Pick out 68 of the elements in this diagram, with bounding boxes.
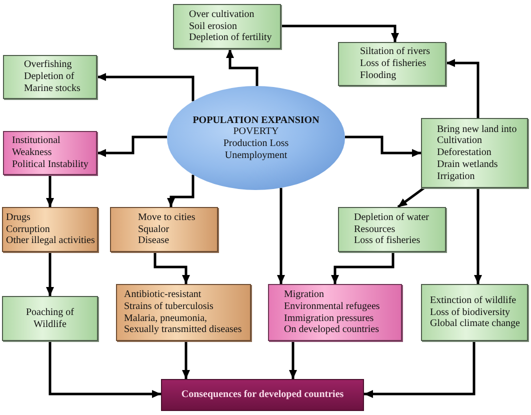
- item-text: Other illegal activities: [6, 235, 96, 248]
- item-text: Loss of fisheries: [354, 235, 422, 248]
- process-box: [421, 118, 528, 188]
- process-box: [338, 207, 446, 252]
- arrow: [154, 252, 190, 284]
- item-text: Loss of fisheries: [360, 58, 428, 70]
- item-text: Move to cities: [138, 212, 196, 224]
- arrow: [97, 73, 194, 102]
- item-text: Flooding: [360, 70, 398, 82]
- arrow: [474, 188, 482, 284]
- item-text: Squalor: [138, 224, 170, 236]
- arrow: [281, 24, 399, 42]
- arrow: [289, 341, 297, 379]
- item-text: Malaria, pneumonia,: [124, 312, 208, 324]
- item-text: Siltation of rivers: [360, 46, 431, 58]
- process-box: [268, 284, 402, 341]
- item-text: Sexually transmitted diseases: [124, 324, 243, 336]
- process-box: [173, 4, 281, 49]
- item-text: Extinction of wildlife: [430, 294, 518, 307]
- item-text: Depletion of fertility: [189, 32, 273, 44]
- item-text: Migration: [284, 289, 325, 301]
- item-text: Antibiotic-resistant Strains of tuberculosis: [124, 289, 214, 312]
- arrow: [226, 49, 258, 86]
- arrow: [97, 136, 168, 157]
- arrow: [182, 341, 190, 379]
- process-box: [110, 207, 218, 252]
- arrow: [48, 341, 161, 398]
- arrow: [277, 188, 285, 284]
- arrow: [331, 252, 394, 284]
- item-text: Disease: [138, 235, 170, 248]
- item-text: Institutional Weakness: [12, 135, 62, 159]
- item-text: Immigration pressures On developed countries: [284, 312, 380, 336]
- process-box: [338, 42, 446, 86]
- outcome-box: [161, 379, 364, 411]
- arrow: [364, 341, 476, 398]
- item-text: Over cultivation: [189, 8, 256, 21]
- process-box: [421, 284, 528, 341]
- process-box: [3, 131, 97, 175]
- item-text: Environmental refugees: [284, 300, 381, 312]
- arrow: [46, 175, 54, 207]
- item-text: Global climate change: [430, 318, 521, 330]
- process-box: [3, 55, 97, 99]
- process-box: [2, 296, 98, 341]
- process-box: [2, 207, 98, 252]
- item-text: Depletion of water Resources: [354, 212, 430, 236]
- item-text: Depletion of Marine stocks: [24, 71, 82, 95]
- item-text: Production Loss: [223, 138, 289, 150]
- item-text: Loss of biodiversity: [430, 306, 511, 318]
- item-text: Consequences for developed countries: [181, 389, 344, 401]
- item-text: Poaching of Wildlife: [24, 306, 76, 330]
- heading-text: POPULATION EXPANSION: [192, 114, 320, 126]
- item-text: Irrigation: [437, 170, 476, 182]
- item-text: Bring new land into Cultivation: [437, 124, 518, 148]
- item-text: Overfishing: [24, 59, 73, 72]
- process-box: [116, 284, 251, 341]
- arrow: [167, 174, 194, 207]
- item-text: Drain wetlands: [437, 158, 499, 171]
- arrow: [344, 136, 421, 157]
- arrow: [446, 59, 480, 118]
- item-text: Soil erosion: [189, 20, 238, 32]
- item-text: Deforestation: [437, 147, 492, 159]
- arrow: [46, 252, 54, 296]
- item-text: Corruption: [6, 224, 51, 236]
- arrow: [397, 187, 425, 208]
- item-text: Unemployment: [224, 150, 288, 162]
- item-text: Drugs: [6, 212, 32, 224]
- item-text: POVERTY: [233, 126, 279, 138]
- item-text: Political Instability: [12, 158, 90, 171]
